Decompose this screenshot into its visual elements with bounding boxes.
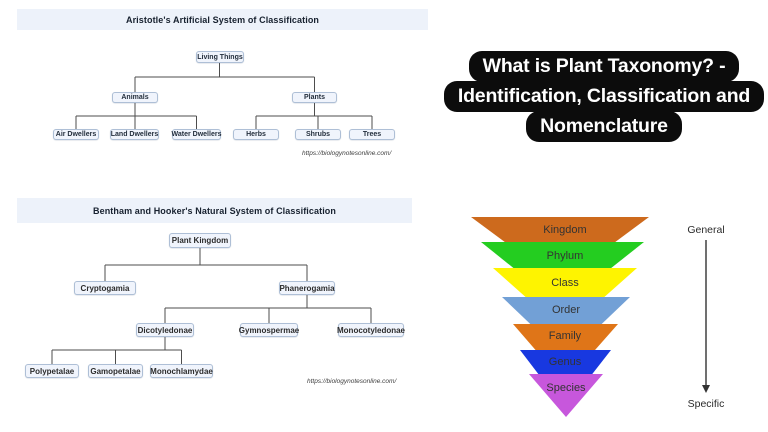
node-phanerogamia: Phanerogamia xyxy=(279,281,335,295)
node-cryptogamia: Cryptogamia xyxy=(74,281,136,295)
node-dicotyledonae: Dicotyledonae xyxy=(136,323,194,337)
node-gymnospermae: Gymnospermae xyxy=(239,323,299,337)
funnel-label-order: Order xyxy=(552,304,580,316)
node-animals: Animals xyxy=(112,92,158,103)
page-title-line-1: What is Plant Taxonomy? - xyxy=(468,51,740,82)
page-title: What is Plant Taxonomy? - Identification… xyxy=(436,51,768,142)
funnel-label-genus: Genus xyxy=(549,356,582,368)
aristotle-diagram-title: Aristotle's Artificial System of Classif… xyxy=(17,9,428,30)
scale-label-specific: Specific xyxy=(688,398,725,410)
funnel-label-kingdom: Kingdom xyxy=(543,224,586,236)
node-monocotyledonae: Monocotyledonae xyxy=(337,323,405,337)
funnel-label-class: Class xyxy=(551,277,579,289)
node-water-dwellers: Water Dwellers xyxy=(171,129,222,140)
arrowhead-down-icon xyxy=(702,385,710,393)
node-plants: Plants xyxy=(292,92,337,103)
node-living-things: Living Things xyxy=(196,51,244,63)
node-land-dwellers: Land Dwellers xyxy=(110,129,159,140)
node-monochlamydae: Monochlamydae xyxy=(150,364,213,378)
taxonomy-funnel: Kingdom Phylum Class Order Family Genus … xyxy=(471,217,725,417)
page-title-line-3: Nomenclature xyxy=(526,111,682,142)
node-air-dwellers: Air Dwellers xyxy=(53,129,99,140)
scale-label-general: General xyxy=(687,224,724,236)
node-shrubs: Shrubs xyxy=(295,129,341,140)
node-polypetalae: Polypetalae xyxy=(25,364,79,378)
funnel-label-phylum: Phylum xyxy=(547,250,584,262)
aristotle-connector-lines xyxy=(75,63,373,129)
node-herbs: Herbs xyxy=(233,129,279,140)
source-url: https://biologynotesonline.com/ xyxy=(302,150,392,157)
funnel-level-species xyxy=(529,374,603,417)
page-title-line-2: Identification, Classification and xyxy=(443,81,765,112)
node-gamopetalae: Gamopetalae xyxy=(88,364,143,378)
node-plant-kingdom: Plant Kingdom xyxy=(169,233,231,248)
funnel-label-family: Family xyxy=(549,330,582,342)
source-url: https://biologynotesonline.com/ xyxy=(307,378,397,385)
bentham-diagram-title: Bentham and Hooker's Natural System of C… xyxy=(17,198,412,223)
bentham-connector-lines xyxy=(51,248,372,364)
node-trees: Trees xyxy=(349,129,395,140)
funnel-label-species: Species xyxy=(546,382,586,394)
